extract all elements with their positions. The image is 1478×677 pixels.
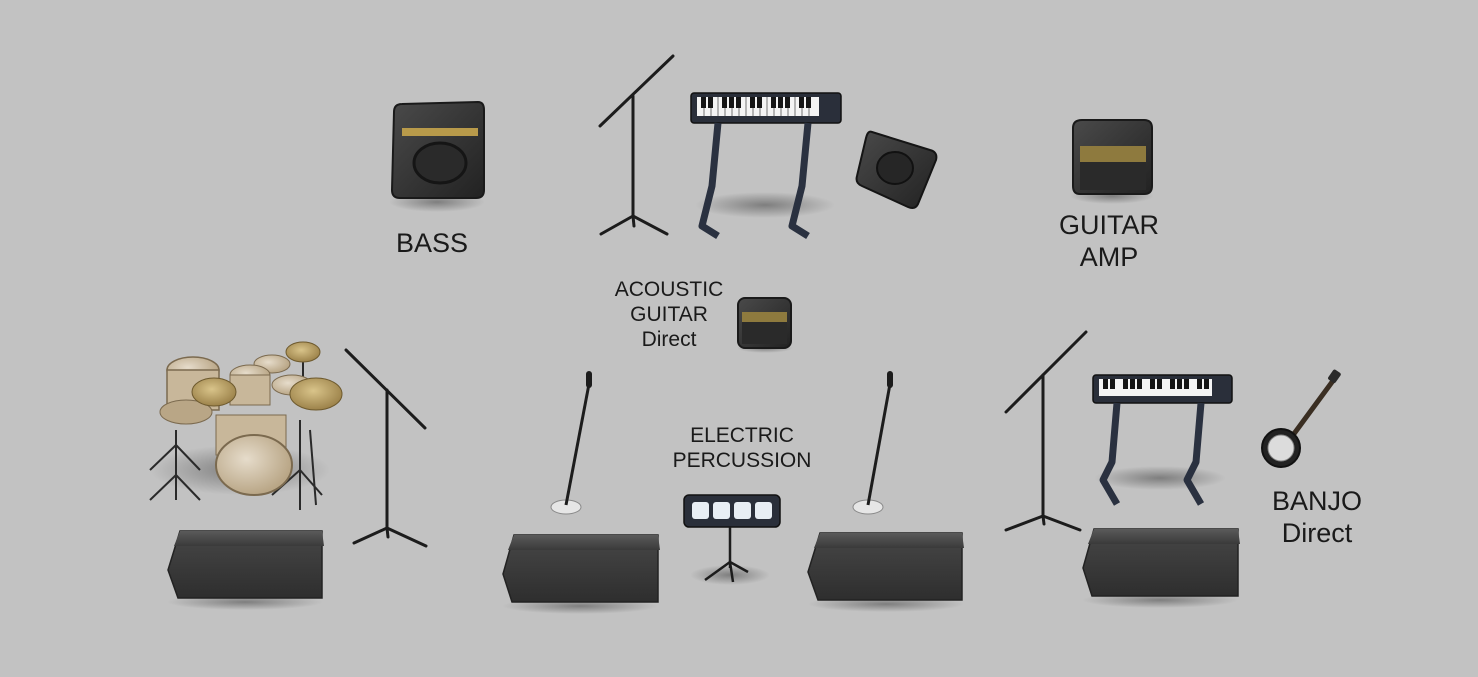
acoustic-guitar-label: ACOUSTIC GUITAR Direct bbox=[598, 278, 740, 352]
acoustic-guitar-label-line-1: ACOUSTIC bbox=[614, 278, 724, 301]
electric-percussion-label-line-1: ELECTRIC bbox=[690, 424, 794, 447]
acoustic-guitar-label-line-2: GUITAR bbox=[630, 302, 708, 326]
straight-mic-stand-icon bbox=[550, 371, 592, 515]
bass-amp-icon bbox=[389, 100, 485, 212]
monitor-speaker-icon bbox=[855, 130, 938, 209]
acoustic-guitar-label-line-3: Direct bbox=[641, 327, 697, 351]
electric-percussion-label: ELECTRIC PERCUSSION bbox=[654, 424, 830, 474]
wedge-monitor-icon bbox=[167, 530, 324, 610]
percussion-pad-icon bbox=[683, 494, 781, 585]
bass-label-text: BASS bbox=[395, 228, 469, 258]
banjo-label-line-1: BANJO bbox=[1271, 486, 1363, 516]
banjo-label: BANJO Direct bbox=[1262, 486, 1372, 550]
keyboard-icon bbox=[1092, 374, 1233, 506]
acoustic-di-box-icon bbox=[737, 297, 793, 353]
boom-mic-stand-icon bbox=[1004, 330, 1088, 532]
guitar-amp-icon bbox=[1070, 119, 1154, 204]
bass-label: BASS bbox=[384, 228, 480, 260]
guitar-amp-label: GUITAR AMP bbox=[1040, 210, 1178, 274]
wedge-monitor-icon bbox=[1082, 528, 1240, 608]
mic-stand-icon bbox=[598, 54, 675, 236]
drum-kit-icon bbox=[149, 341, 343, 510]
wedge-monitor-icon bbox=[502, 534, 660, 614]
banjo-icon bbox=[1261, 369, 1341, 468]
boom-mic-stand-icon bbox=[344, 348, 428, 548]
guitar-amp-label-line-1: GUITAR bbox=[1059, 210, 1159, 240]
guitar-amp-label-line-2: AMP bbox=[1079, 241, 1139, 272]
wedge-monitor-icon bbox=[807, 532, 964, 612]
straight-mic-stand-icon bbox=[852, 371, 893, 515]
electric-percussion-label-line-2: PERCUSSION bbox=[672, 448, 812, 472]
keyboard-icon bbox=[690, 92, 842, 239]
banjo-label-line-2: Direct bbox=[1281, 517, 1353, 548]
